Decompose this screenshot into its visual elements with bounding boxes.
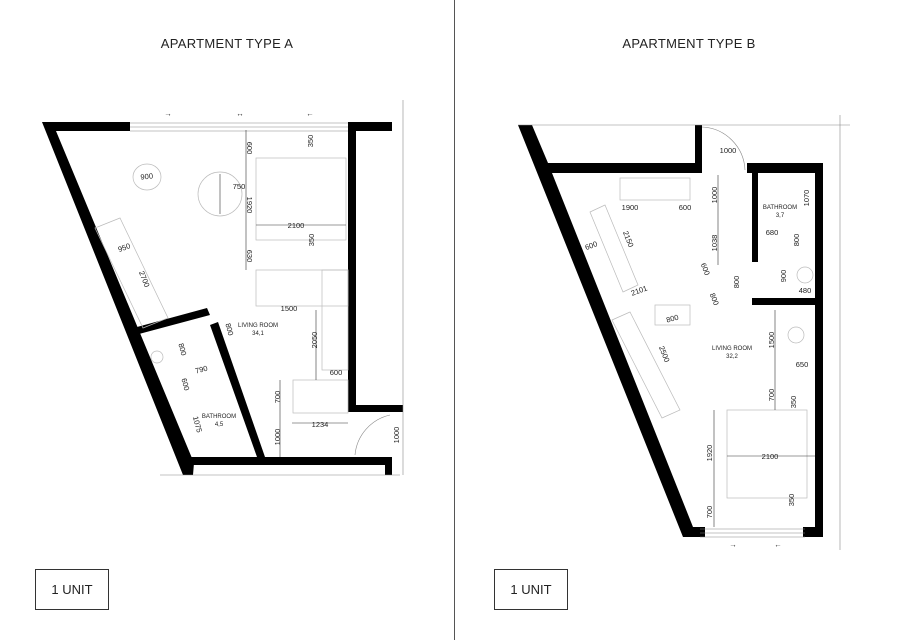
dim-label: 800 [792,234,801,247]
dim-label: 600 [179,377,191,391]
plan-a-walls [42,122,403,475]
svg-text:→: → [164,109,172,118]
dim-label: 600 [699,262,712,277]
dim-label: 1038 [710,235,719,252]
dim-label: 2101 [630,284,649,298]
dim-label: 700 [273,391,282,404]
dim-label: 800 [223,322,235,336]
dim-label: 2100 [762,452,779,461]
plan-a-drawing: → ↔ ← 900 750 1920 600 350 2100 350 630 95… [42,100,404,476]
dim-label: 2500 [657,345,672,364]
dim-label: 800 [176,342,188,356]
dim-label: 1500 [281,304,298,313]
dim-label: 800 [665,313,679,325]
plan-b-walls [518,125,823,537]
dim-label: 600 [245,142,254,155]
room-area: 34,1 [252,331,264,337]
room-area: 32,2 [726,354,738,360]
dim-label: 1075 [191,415,204,433]
dim-label: 350 [789,396,798,409]
room-name: LIVING ROOM [712,346,752,352]
svg-text:→: → [729,540,737,549]
dim-label: 1920 [245,197,254,214]
dim-label: 1000 [710,187,719,204]
dim-label: 1070 [802,190,811,207]
plan-b-furniture [589,177,814,499]
room-area: 3,7 [776,213,785,219]
dim-label: 1000 [273,429,282,446]
plan-a-furniture [94,157,391,456]
dim-label: 480 [799,286,812,295]
room-name: BATHROOM [202,414,236,420]
dim-label: 800 [732,276,741,289]
dim-label: 2150 [621,230,636,249]
plan-b-dimensions: 1000 1070 1900 600 1000 2150 600 1038 68… [584,146,815,527]
svg-text:←: ← [774,540,782,549]
dim-label: 1500 [767,332,776,349]
dim-label: 1234 [312,420,329,429]
plan-b-unit-label: 1 UNIT [494,569,568,610]
plan-b-windows: →← [518,115,850,550]
svg-text:↔: ↔ [236,109,244,118]
dim-label: 750 [233,182,246,191]
svg-text:←: ← [306,109,314,118]
plan-a-unit-label: 1 UNIT [35,569,109,610]
dim-label: 2050 [310,332,319,349]
room-area: 4,5 [215,422,224,428]
dim-label: 800 [708,292,721,307]
room-name: BATHROOM [763,205,797,211]
dim-label: 350 [787,494,796,507]
dim-label: 1000 [720,146,737,155]
dim-label: 600 [584,239,599,252]
room-name: LIVING ROOM [238,323,278,329]
dim-label: 1000 [392,427,401,444]
dim-label: 2100 [288,221,305,230]
dim-label: 350 [306,135,315,148]
plan-a-title: APARTMENT TYPE A [160,36,294,51]
dim-label: 2700 [137,270,152,289]
dim-label: 630 [245,250,254,263]
dim-label: 900 [140,171,153,181]
dim-label: 900 [779,270,788,283]
dim-label: 600 [679,203,692,212]
dim-label: 950 [117,241,132,254]
plan-a-windows: → ↔ ← [130,100,404,476]
dim-label: 680 [766,228,779,237]
plan-b-title: APARTMENT TYPE B [622,36,756,51]
dim-label: 650 [796,360,809,369]
dim-label: 600 [330,368,343,377]
dim-label: 790 [194,364,208,376]
dim-label: 1900 [622,203,639,212]
dim-label: 350 [307,234,316,247]
plan-b-drawing: →← 1000 1070 1900 600 1000 2150 600 1038… [518,115,850,550]
plan-a-dimensions: 900 750 1920 600 350 2100 350 630 950 27… [117,130,401,457]
dim-label: 700 [705,506,714,519]
dim-label: 1920 [705,445,714,462]
dim-label: 700 [767,389,776,402]
divider [454,0,455,640]
